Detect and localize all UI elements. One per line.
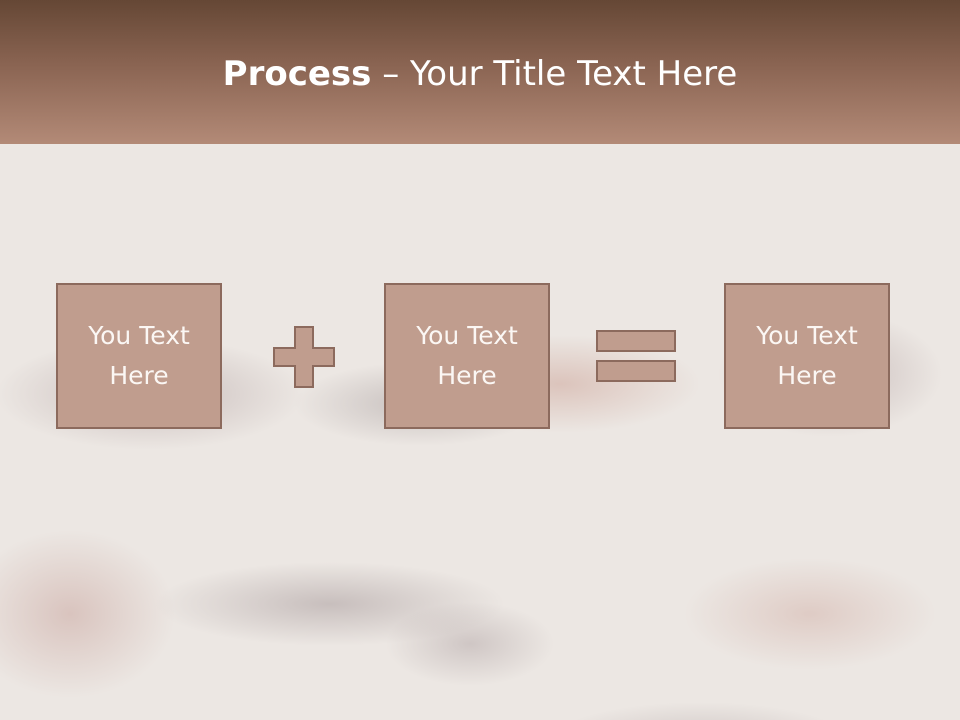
process-box-2[interactable]: You Text Here xyxy=(384,283,550,429)
title-bold: Process xyxy=(222,54,372,94)
equals-icon xyxy=(596,330,676,382)
process-box-1[interactable]: You Text Here xyxy=(56,283,222,429)
process-box-3-text: You Text Here xyxy=(756,321,858,390)
title-rest: Your Title Text Here xyxy=(410,54,738,94)
process-box-1-text: You Text Here xyxy=(88,321,190,390)
slide-title[interactable]: Process – Your Title Text Here xyxy=(0,52,960,96)
title-separator: – xyxy=(371,54,411,94)
title-bar: Process – Your Title Text Here xyxy=(0,0,960,144)
process-box-2-text: You Text Here xyxy=(416,321,518,390)
background-image xyxy=(0,144,960,720)
plus-icon xyxy=(273,326,335,388)
process-box-3[interactable]: You Text Here xyxy=(724,283,890,429)
